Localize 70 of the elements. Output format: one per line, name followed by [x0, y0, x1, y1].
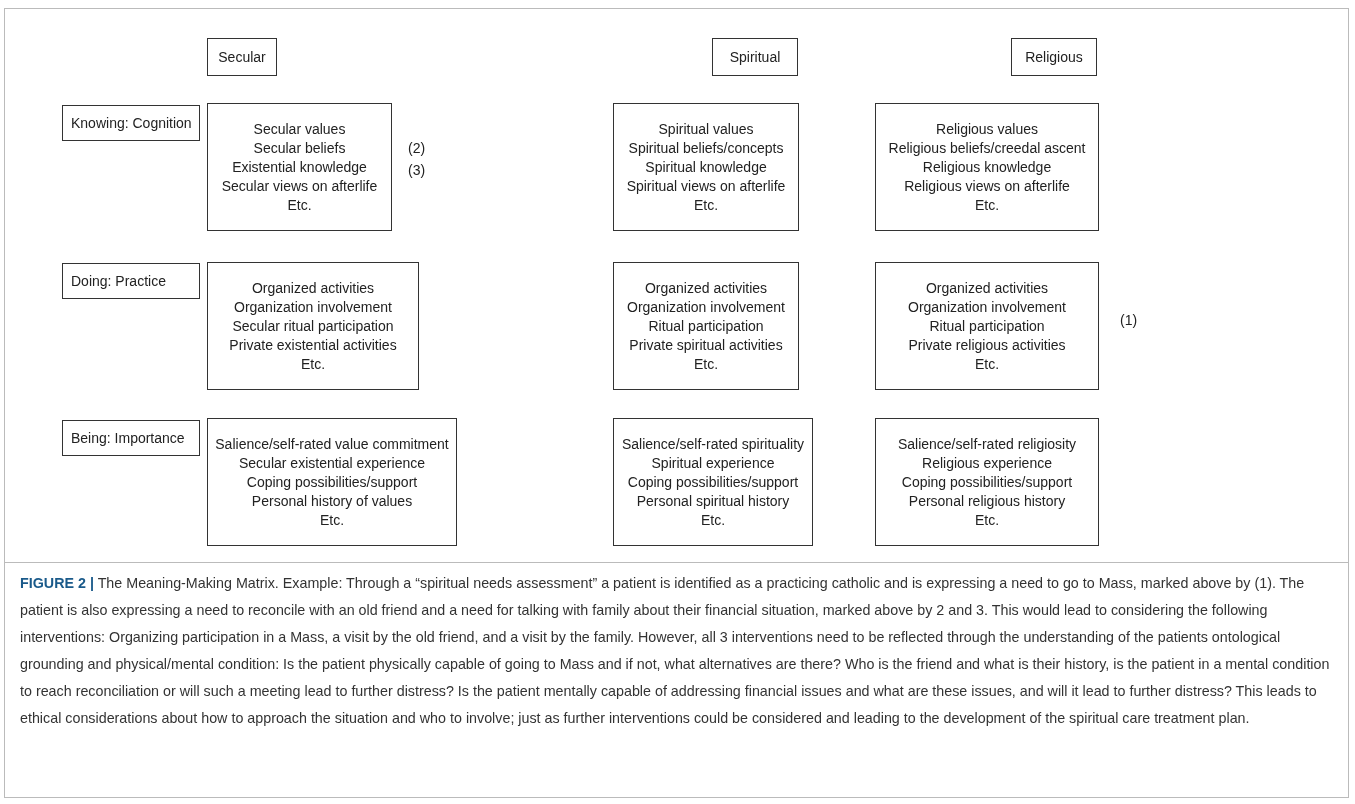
cell-text: Etc. — [974, 195, 1000, 215]
cell-text: Secular beliefs — [253, 138, 346, 158]
column-header-box — [1011, 38, 1097, 76]
cell-text: Private religious activities — [908, 335, 1066, 355]
marker-number: (3) — [408, 162, 426, 178]
column-header: Religious — [1025, 47, 1083, 67]
cell-text: Salience/self-rated religiosity — [897, 434, 1077, 454]
cell-text: Etc. — [693, 195, 719, 215]
cell-text: Organization involvement — [908, 297, 1066, 317]
matrix-cell — [613, 418, 813, 546]
row-header: Knowing: Cognition — [71, 113, 192, 133]
matrix-cell — [875, 103, 1099, 231]
cell-text: Salience/self-rated value commitment — [215, 434, 449, 454]
cell-text: Spiritual beliefs/concepts — [628, 138, 784, 158]
row-header: Being: Importance — [71, 428, 185, 448]
cell-text: Coping possibilities/support — [901, 472, 1073, 492]
marker-number: (2) — [408, 140, 426, 156]
cell-text: Religious views on afterlife — [904, 176, 1070, 196]
cell-text: Secular ritual participation — [232, 316, 394, 336]
cell-text: Etc. — [700, 510, 726, 530]
cell-text: Coping possibilities/support — [246, 472, 418, 492]
cell-text: Religious beliefs/creedal ascent — [888, 138, 1086, 158]
cell-text: Salience/self-rated spirituality — [621, 434, 805, 454]
cell-text: Coping possibilities/support — [627, 472, 799, 492]
column-header: Secular — [218, 47, 266, 67]
matrix-cell — [875, 418, 1099, 546]
cell-text: Organized activities — [925, 278, 1049, 298]
row-header-box — [62, 420, 200, 456]
matrix-cell — [875, 262, 1099, 390]
cell-text: Organized activities — [251, 278, 375, 298]
cell-text: Organized activities — [644, 278, 768, 298]
cell-text: Personal spiritual history — [636, 491, 790, 511]
cell-text: Organization involvement — [627, 297, 785, 317]
cell-text: Religious experience — [922, 453, 1052, 473]
column-header-box — [712, 38, 798, 76]
cell-text: Religious values — [936, 119, 1038, 139]
column-header-box — [207, 38, 277, 76]
cell-text: Etc. — [319, 510, 345, 530]
cell-text: Etc. — [693, 354, 719, 374]
cell-text: Spiritual values — [658, 119, 754, 139]
matrix-cell — [207, 103, 392, 231]
cell-text: Ritual participation — [929, 316, 1045, 336]
cell-text: Private existential activities — [229, 335, 397, 355]
cell-text: Secular values — [253, 119, 346, 139]
cell-text: Etc. — [974, 510, 1000, 530]
row-header: Doing: Practice — [71, 271, 166, 291]
matrix-cell — [207, 262, 419, 390]
row-header-box — [62, 105, 200, 141]
cell-text: Spiritual experience — [651, 453, 775, 473]
cell-text: Secular views on afterlife — [221, 176, 378, 196]
cell-text: Etc. — [300, 354, 326, 374]
cell-text: Personal history of values — [251, 491, 413, 511]
matrix-cell — [207, 418, 457, 546]
matrix-cell — [613, 103, 799, 231]
cell-text: Organization involvement — [234, 297, 392, 317]
cell-text: Etc. — [974, 354, 1000, 374]
cell-text: Etc. — [287, 195, 312, 215]
cell-text: Private spiritual activities — [629, 335, 783, 355]
column-header: Spiritual — [729, 47, 781, 67]
cell-text: Personal religious history — [908, 491, 1066, 511]
cell-text: Ritual participation — [648, 316, 764, 336]
cell-text: Secular existential experience — [239, 453, 425, 473]
figure-caption: FIGURE 2 | The Meaning-Making Matrix. Example: Through a “spiritual needs assessment” a patient is identified as a practicing catholic and is expressing a need to go to Mass, marked above by (1). The patient is also expressing a need to reconcile with an old friend and a need for talking with family about their financial situation, marked above by 2 and 3. This would lead to considering the following interventions: Organizing participation in a Mass, a visit by the old friend, and a visit by the family. However, all 3 interventions need to be reflected through the understanding of the patients ontological grounding and physical/mental condition: Is the patient physically capable of going to Mass and if not, what alternatives are there? Who is the friend and what is their history, is the patient in a mental condition to reach reconciliation or will such a meeting lead to further distress? Is the patient mentally capable of addressing financial issues and what are these issues, and will it lead to further distress? This leads to ethical considerations about how to approach the situation and who to involve; just as further interventions could be considered and leading to the development of the spiritual care treatment plan. — [20, 574, 1331, 728]
cell-text: Spiritual knowledge — [645, 157, 767, 177]
marker-number: (1) — [1120, 312, 1138, 328]
row-header-box — [62, 263, 200, 299]
cell-text: Existential knowledge — [232, 157, 367, 177]
matrix-cell — [613, 262, 799, 390]
cell-text: Spiritual views on afterlife — [626, 176, 786, 196]
cell-text: Religious knowledge — [922, 157, 1052, 177]
